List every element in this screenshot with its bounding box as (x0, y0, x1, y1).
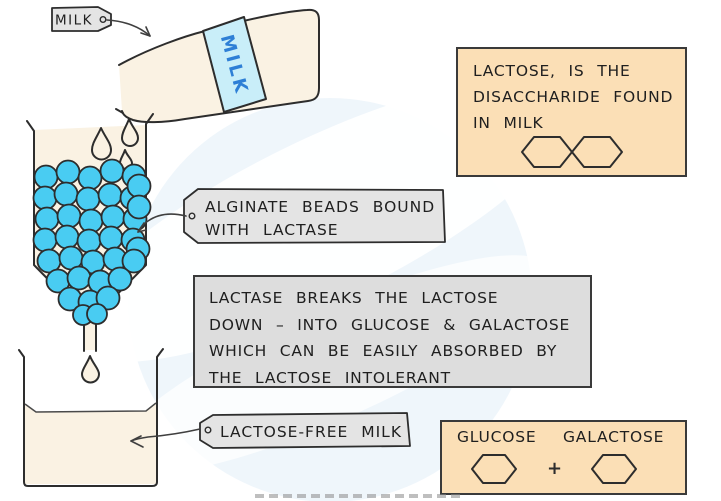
bottle-label-band (202, 16, 267, 113)
drop-icon (121, 118, 139, 147)
bead (56, 203, 82, 229)
arrow-tag-to-beaker (130, 428, 201, 448)
bead (33, 164, 59, 190)
lactase-line2: DOWN – INTO GLUCOSE & GALACTOSE (209, 315, 571, 334)
liquid-surface (24, 402, 157, 413)
drop-icon (91, 127, 112, 161)
bead (66, 265, 92, 291)
alginate-tag: ALGINATE BEADS BOUND WITH LACTASE (183, 188, 446, 244)
alginate-tag-shape (183, 188, 446, 244)
bead (107, 266, 133, 292)
tag-hole-icon (99, 16, 107, 24)
alginate-beads (32, 158, 152, 326)
arrow-alginate-tag-to-beads (137, 213, 187, 233)
bottle-spout-lip (115, 108, 124, 114)
drop-icon (81, 355, 100, 384)
bead (100, 204, 126, 230)
funnel-right-wall (95, 113, 154, 352)
lactose-line1: LACTOSE, IS THE (473, 62, 631, 80)
lactose-line2: DISACCHARIDE FOUND (473, 88, 674, 106)
beaker-outline (18, 348, 164, 487)
bead (77, 165, 103, 191)
lactose-free-tag-shape (199, 412, 411, 449)
bead (97, 182, 123, 208)
arrow-milk-tag-to-bottle (106, 19, 151, 37)
bead (98, 225, 124, 251)
glucose-molecule-icon (471, 454, 517, 484)
bead (53, 181, 79, 207)
tag-hole-icon (188, 212, 196, 220)
bead (32, 185, 58, 211)
glucose-label: GLUCOSE (457, 428, 537, 446)
plus-sign: + (547, 458, 563, 479)
bead (121, 248, 147, 274)
milk-drops (81, 118, 139, 384)
milk-bottle: MILK (115, 8, 320, 124)
beaker-liquid (25, 403, 156, 484)
lactose-molecule-icon (521, 136, 623, 168)
milk-tag: MILK (51, 6, 112, 32)
lactase-line4: THE LACTOSE INTOLERANT (209, 368, 451, 387)
tag-hole-icon (204, 426, 212, 434)
bead (76, 228, 102, 254)
cutoff-caption (255, 494, 460, 498)
bead (126, 194, 152, 220)
lactose-free-tag-label: LACTOSE-FREE MILK (220, 423, 402, 441)
lactose-free-tag: LACTOSE-FREE MILK (199, 412, 411, 449)
lactase-info-box: LACTASE BREAKS THE LACTOSE DOWN – INTO G… (193, 275, 592, 388)
bead (54, 224, 80, 250)
bead (55, 159, 81, 185)
galactose-label: GALACTOSE (563, 428, 665, 446)
funnel-left-wall (26, 120, 85, 352)
lactose-line3: IN MILK (473, 114, 544, 132)
bead (32, 227, 58, 253)
milk-tag-shape (51, 6, 112, 32)
lactase-line3: WHICH CAN BE EASILY ABSORBED BY (209, 342, 558, 360)
bead (99, 158, 125, 184)
bead (126, 173, 152, 199)
milk-tag-label: MILK (55, 13, 93, 29)
galactose-molecule-icon (591, 454, 637, 484)
bead (75, 186, 101, 212)
lactase-line1: LACTASE BREAKS THE LACTOSE (209, 289, 499, 307)
alginate-tag-line2: WITH LACTASE (205, 221, 339, 239)
products-info-box: GLUCOSE GALACTOSE + (440, 420, 687, 495)
bead (86, 303, 108, 325)
bead (34, 206, 60, 232)
lactose-info-box: LACTOSE, IS THE DISACCHARIDE FOUND IN MI… (456, 47, 687, 177)
alginate-tag-line1: ALGINATE BEADS BOUND (205, 198, 435, 216)
beaker (18, 348, 164, 487)
bead (95, 285, 121, 311)
